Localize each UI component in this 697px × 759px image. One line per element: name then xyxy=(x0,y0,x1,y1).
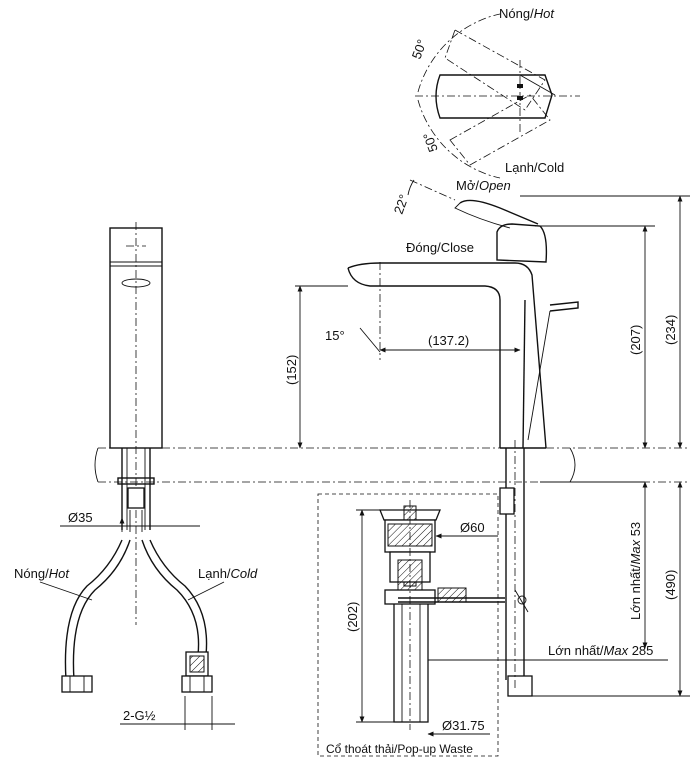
hot-top-label: Nóng/Hot xyxy=(499,6,555,21)
hot-hose-label: Nóng/Hot xyxy=(14,566,70,581)
top-view xyxy=(415,13,580,179)
dim-490: (490) xyxy=(663,570,678,600)
angle-50-lower: 50° xyxy=(420,130,441,154)
dim-207: (207) xyxy=(628,325,643,355)
dim-234: (234) xyxy=(663,315,678,345)
dim-152: (152) xyxy=(284,355,299,385)
thread-label: 2-G½ xyxy=(123,708,156,723)
phi35-label: Ø35 xyxy=(68,510,93,525)
countertop xyxy=(94,447,690,483)
cold-hose-label: Lạnh/Cold xyxy=(198,566,258,581)
side-view-faucet xyxy=(347,199,579,697)
cold-top-label: Lạnh/Cold xyxy=(505,160,564,175)
angle-50-upper: 50° xyxy=(409,37,430,61)
popup-waste-label: Cổ thoát thải/Pop-up Waste xyxy=(326,742,473,756)
close-label: Đóng/Close xyxy=(406,240,474,255)
max53-label: Lớn nhất/Max 53 xyxy=(628,522,643,620)
angle-15: 15° xyxy=(325,328,345,343)
hoses xyxy=(61,539,213,693)
open-label: Mở/Open xyxy=(456,178,511,193)
max285-label: Lớn nhất/Max 285 xyxy=(548,643,653,658)
phi3175-label: Ø31.75 xyxy=(442,718,485,733)
dim-1372: (137.2) xyxy=(428,333,469,348)
phi60-label: Ø60 xyxy=(460,520,485,535)
dim-202: (202) xyxy=(345,602,360,632)
angle-22: 22° xyxy=(391,192,412,216)
popup-waste xyxy=(317,493,505,757)
